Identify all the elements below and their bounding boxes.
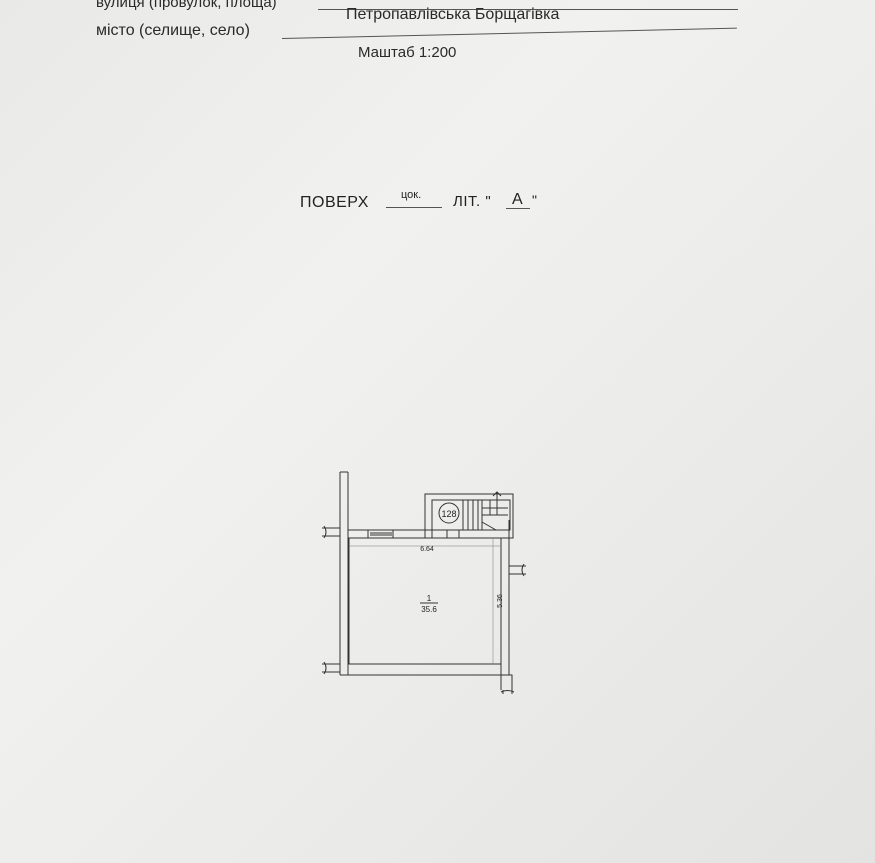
- floor-label: ПОВЕРХ: [300, 194, 369, 211]
- bottom-break: [500, 690, 515, 694]
- left-wall: [339, 471, 349, 675]
- scale-text: Маштаб 1:200: [358, 44, 457, 61]
- city-label: місто (селище, село): [96, 22, 250, 39]
- floor-underline: [386, 207, 442, 208]
- lit-underline: [506, 208, 530, 209]
- width-dimension: 6.64: [420, 546, 434, 553]
- stair-wall-ticks: [431, 530, 460, 538]
- room-number: 1: [427, 594, 432, 603]
- stair-inner: [431, 499, 511, 531]
- left-break-top: [322, 525, 340, 539]
- bottom-wall: [340, 664, 513, 690]
- street-label: вулиця (провулок, площа): [96, 0, 277, 11]
- stair-turn: [481, 500, 508, 531]
- city-value: Петропавлівська Борщагівка: [346, 6, 560, 23]
- room-outline: [348, 537, 502, 665]
- floor-value: цок.: [401, 189, 422, 201]
- street-underline: [318, 9, 738, 10]
- stair-number-circle: [438, 502, 460, 524]
- right-break: [509, 563, 526, 577]
- room-area: 35.6: [421, 605, 437, 614]
- stair-block: [424, 493, 514, 539]
- stair-arrow: [492, 491, 502, 500]
- top-wall: [348, 529, 432, 539]
- stair-treads: [462, 500, 479, 530]
- lit-label: ЛІТ. ": [453, 193, 492, 210]
- left-break-bottom: [322, 661, 340, 675]
- stair-number: 128: [441, 509, 456, 519]
- lit-value: А: [512, 191, 523, 208]
- height-dimension: 5.36: [497, 594, 504, 608]
- window-mark: [367, 530, 394, 538]
- lit-close-quote: ": [532, 192, 537, 208]
